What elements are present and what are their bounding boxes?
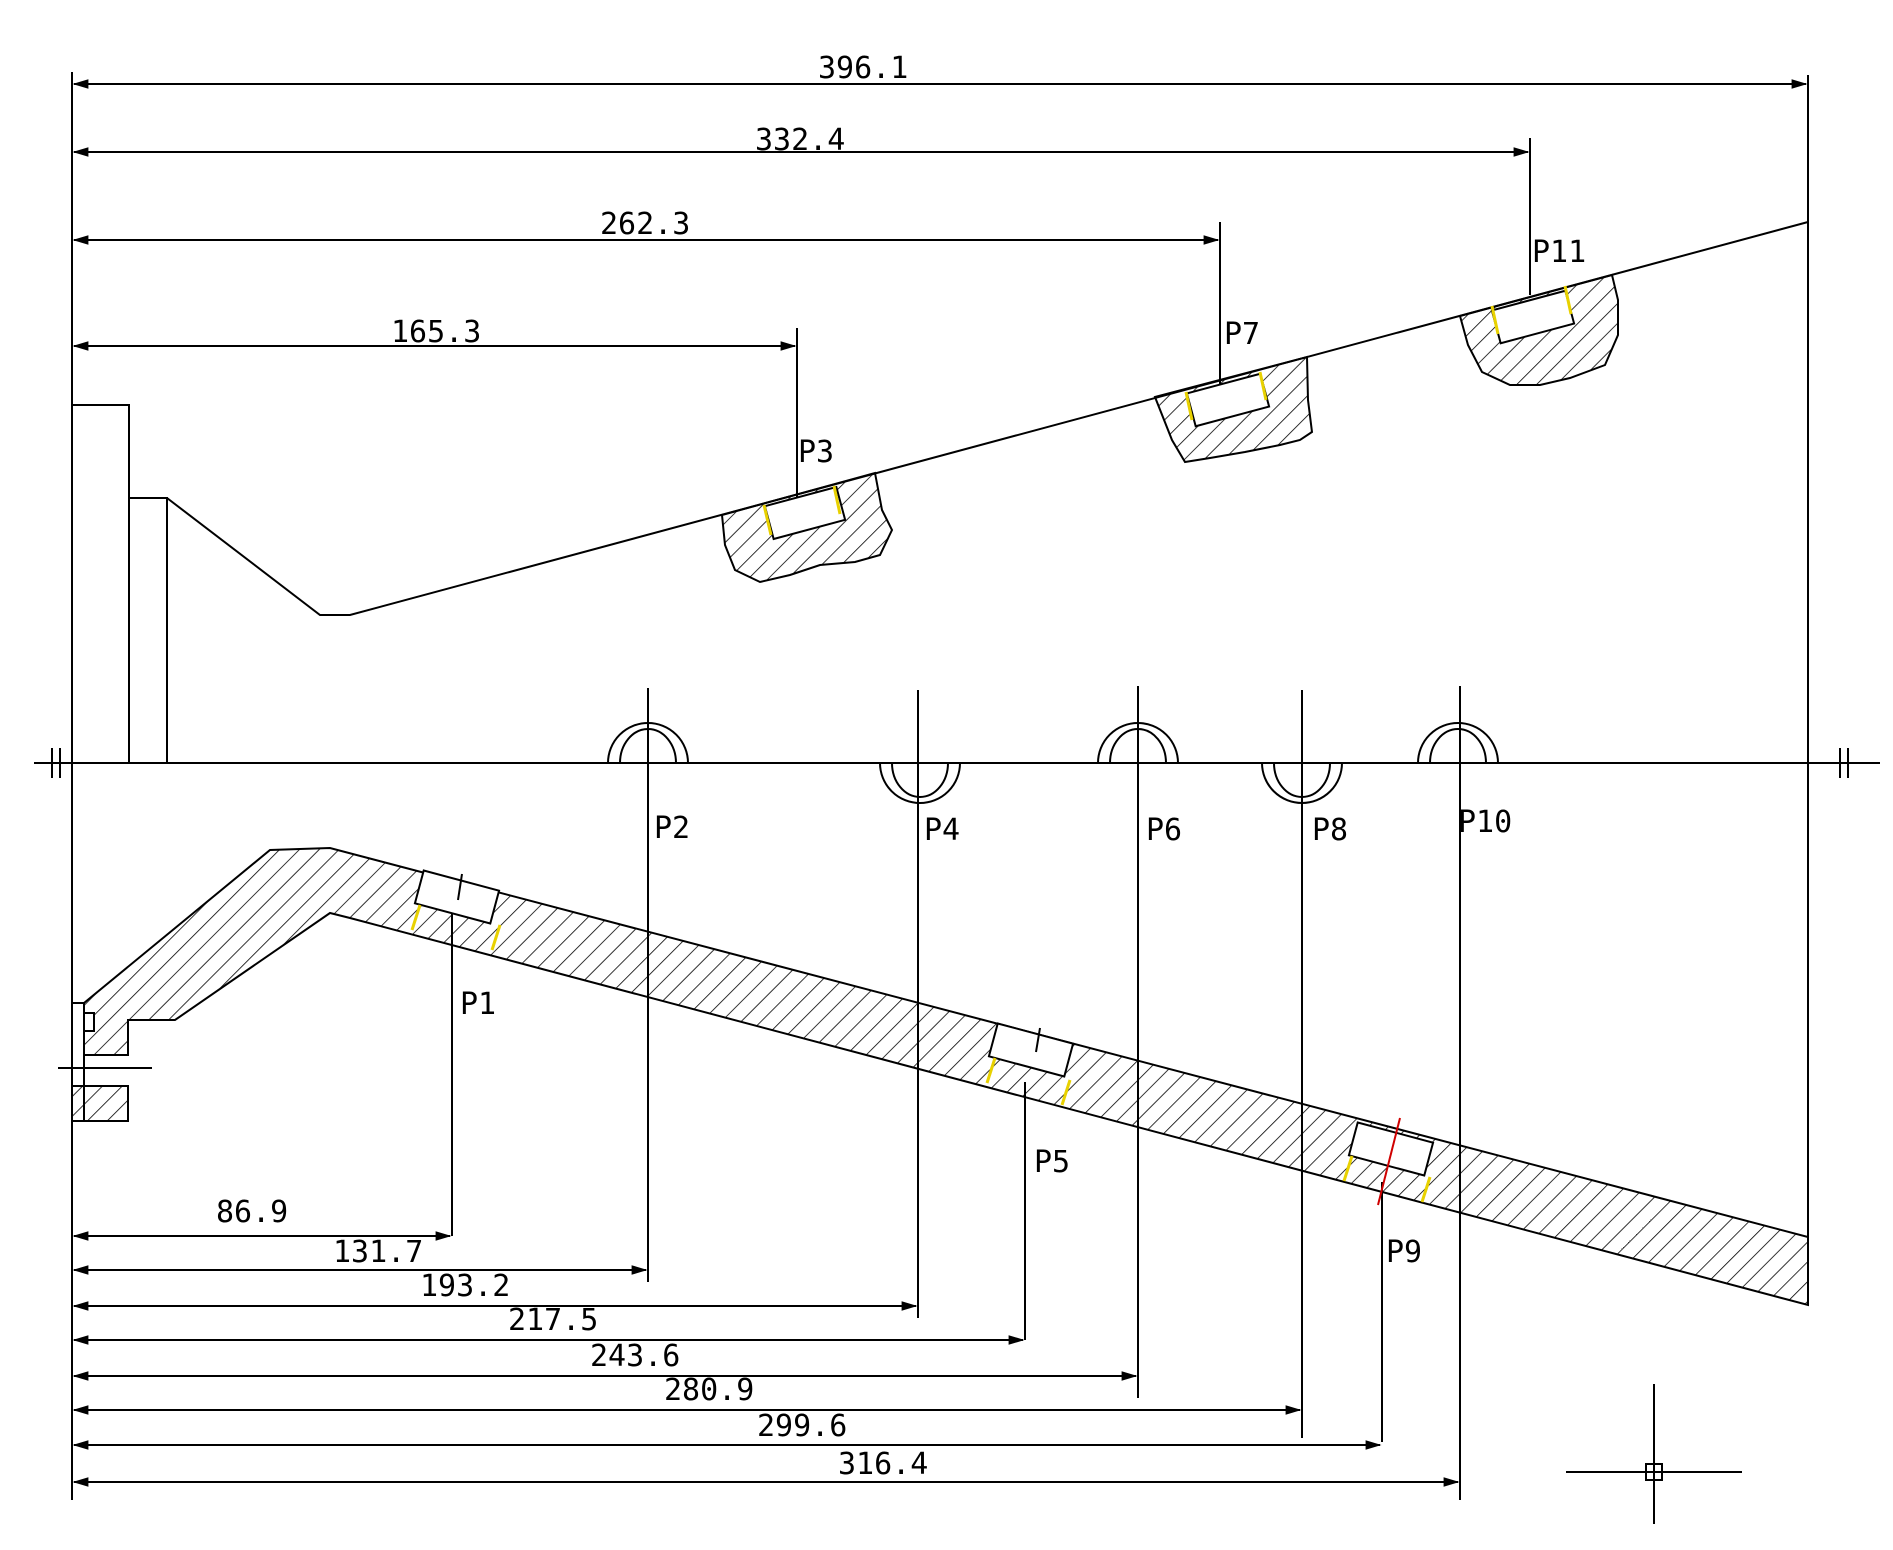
frame-lines xyxy=(71,72,1809,1500)
dim-text-131-7: 131.7 xyxy=(333,1235,423,1270)
point-label-p10: P10 xyxy=(1458,805,1512,840)
bottom-dimensions xyxy=(72,1231,1460,1487)
upper-weld-p3 xyxy=(720,471,894,584)
dim-text-217-5: 217.5 xyxy=(508,1303,598,1338)
lower-weld-p5 xyxy=(985,1022,1075,1106)
lower-weld-p9 xyxy=(1342,1117,1435,1206)
dim-text-316-4: 316.4 xyxy=(838,1447,928,1482)
point-label-p1: P1 xyxy=(460,987,496,1022)
upper-weld-p11 xyxy=(1458,273,1619,386)
upper-weld-p7 xyxy=(1153,355,1314,464)
dim-text-299-6: 299.6 xyxy=(757,1409,847,1444)
center-axis xyxy=(34,748,1880,778)
dim-text-86-9: 86.9 xyxy=(216,1195,288,1230)
point-label-p5: P5 xyxy=(1034,1145,1070,1180)
dim-text-193-2: 193.2 xyxy=(420,1269,510,1304)
point-label-p4: P4 xyxy=(924,813,960,848)
dim-text-280-9: 280.9 xyxy=(664,1373,754,1408)
dim-text-396-1: 396.1 xyxy=(818,51,908,86)
lower-weld-p1 xyxy=(410,869,502,951)
point-label-p2: P2 xyxy=(654,811,690,846)
point-label-p3: P3 xyxy=(798,435,834,470)
reference-lines xyxy=(451,686,1461,1500)
dim-text-262-3: 262.3 xyxy=(600,207,690,242)
point-label-p7: P7 xyxy=(1224,317,1260,352)
point-label-p8: P8 xyxy=(1312,813,1348,848)
point-label-p11: P11 xyxy=(1532,235,1586,270)
point-label-p6: P6 xyxy=(1146,813,1182,848)
top-dimensions xyxy=(72,79,1808,508)
point-label-p9: P9 xyxy=(1386,1235,1422,1270)
dim-text-243-6: 243.6 xyxy=(590,1339,680,1374)
dim-text-165-3: 165.3 xyxy=(391,315,481,350)
crosshair-icon xyxy=(1566,1384,1742,1524)
dim-text-332-4: 332.4 xyxy=(755,123,845,158)
lower-body xyxy=(58,846,1809,1307)
